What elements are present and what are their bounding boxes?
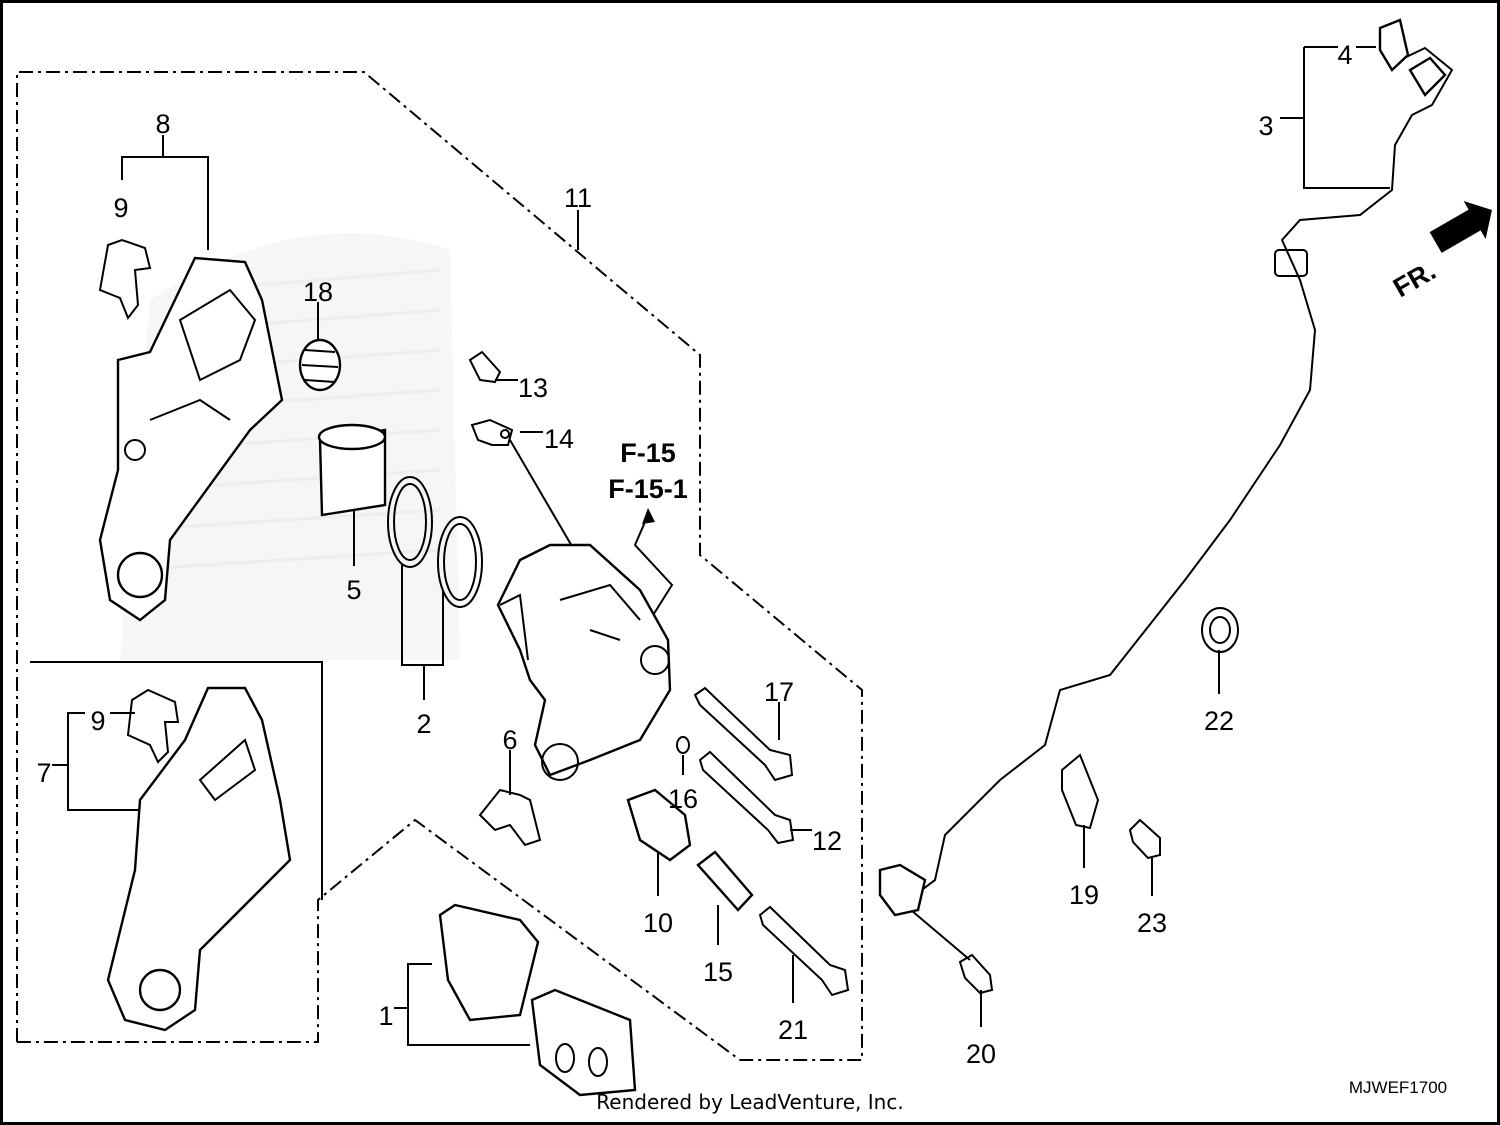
callout-c9b: 9	[90, 706, 105, 736]
pad-set	[438, 903, 637, 1097]
callout-c6: 6	[502, 725, 517, 755]
bracket-19	[1061, 753, 1100, 830]
callout-c18: 18	[303, 277, 333, 307]
piston	[317, 423, 387, 517]
callout-c7: 7	[36, 758, 51, 788]
diagram-code: MJWEF1700	[1349, 1078, 1447, 1097]
bleeder-screw	[470, 418, 514, 446]
boot	[298, 338, 342, 392]
washer-16	[676, 736, 690, 754]
callout-c4: 4	[1337, 40, 1352, 70]
retainer-clip-lower	[126, 688, 180, 764]
callout-c17: 17	[764, 677, 794, 707]
callout-c15: 15	[703, 957, 733, 987]
callout-c19: 19	[1069, 880, 1099, 910]
callout-c3: 3	[1258, 111, 1273, 141]
ref-f15-1: F-15-1	[608, 474, 688, 504]
bolt-21	[758, 905, 850, 997]
callout-c13: 13	[518, 373, 548, 403]
pad-spring	[478, 788, 542, 847]
callout-c2: 2	[416, 709, 431, 739]
callout-c5: 5	[346, 575, 361, 605]
callout-c20: 20	[966, 1039, 996, 1069]
ref-f15: F-15	[620, 438, 676, 468]
credit-text: Rendered by LeadVenture, Inc.	[596, 1090, 904, 1114]
callout-c9a: 9	[113, 193, 128, 223]
seal-set	[387, 476, 483, 608]
sleeve	[696, 850, 754, 912]
pin-12	[698, 750, 795, 845]
group-boundaries	[16, 46, 1390, 1061]
leader-lines	[52, 46, 1376, 1046]
grommet-4	[1378, 18, 1410, 72]
pin-17	[693, 686, 794, 782]
callout-c10: 10	[643, 908, 673, 938]
bolt-20	[958, 953, 994, 995]
clamp-22	[1201, 607, 1239, 653]
speed-sensor-wire	[878, 46, 1454, 917]
callout-c21: 21	[778, 1015, 808, 1045]
caliper-bracket-upper	[98, 256, 284, 622]
callout-c16: 16	[668, 784, 698, 814]
callout-c14: 14	[544, 424, 574, 454]
callout-c8: 8	[155, 109, 170, 139]
caliper-bracket-lower	[106, 686, 292, 1032]
callout-c23: 23	[1137, 908, 1167, 938]
bolt-23	[1128, 818, 1161, 860]
bleeder-cap	[468, 350, 502, 384]
front-label: FR.	[1388, 255, 1441, 303]
callout-c12: 12	[812, 826, 842, 856]
callout-c22: 22	[1204, 706, 1234, 736]
callout-c1: 1	[378, 1001, 393, 1031]
retainer-clip-upper	[98, 238, 152, 321]
caliper-body	[496, 543, 672, 781]
callout-c11: 11	[564, 183, 592, 213]
pin-boot	[626, 788, 692, 862]
front-arrow-icon	[1429, 200, 1492, 253]
